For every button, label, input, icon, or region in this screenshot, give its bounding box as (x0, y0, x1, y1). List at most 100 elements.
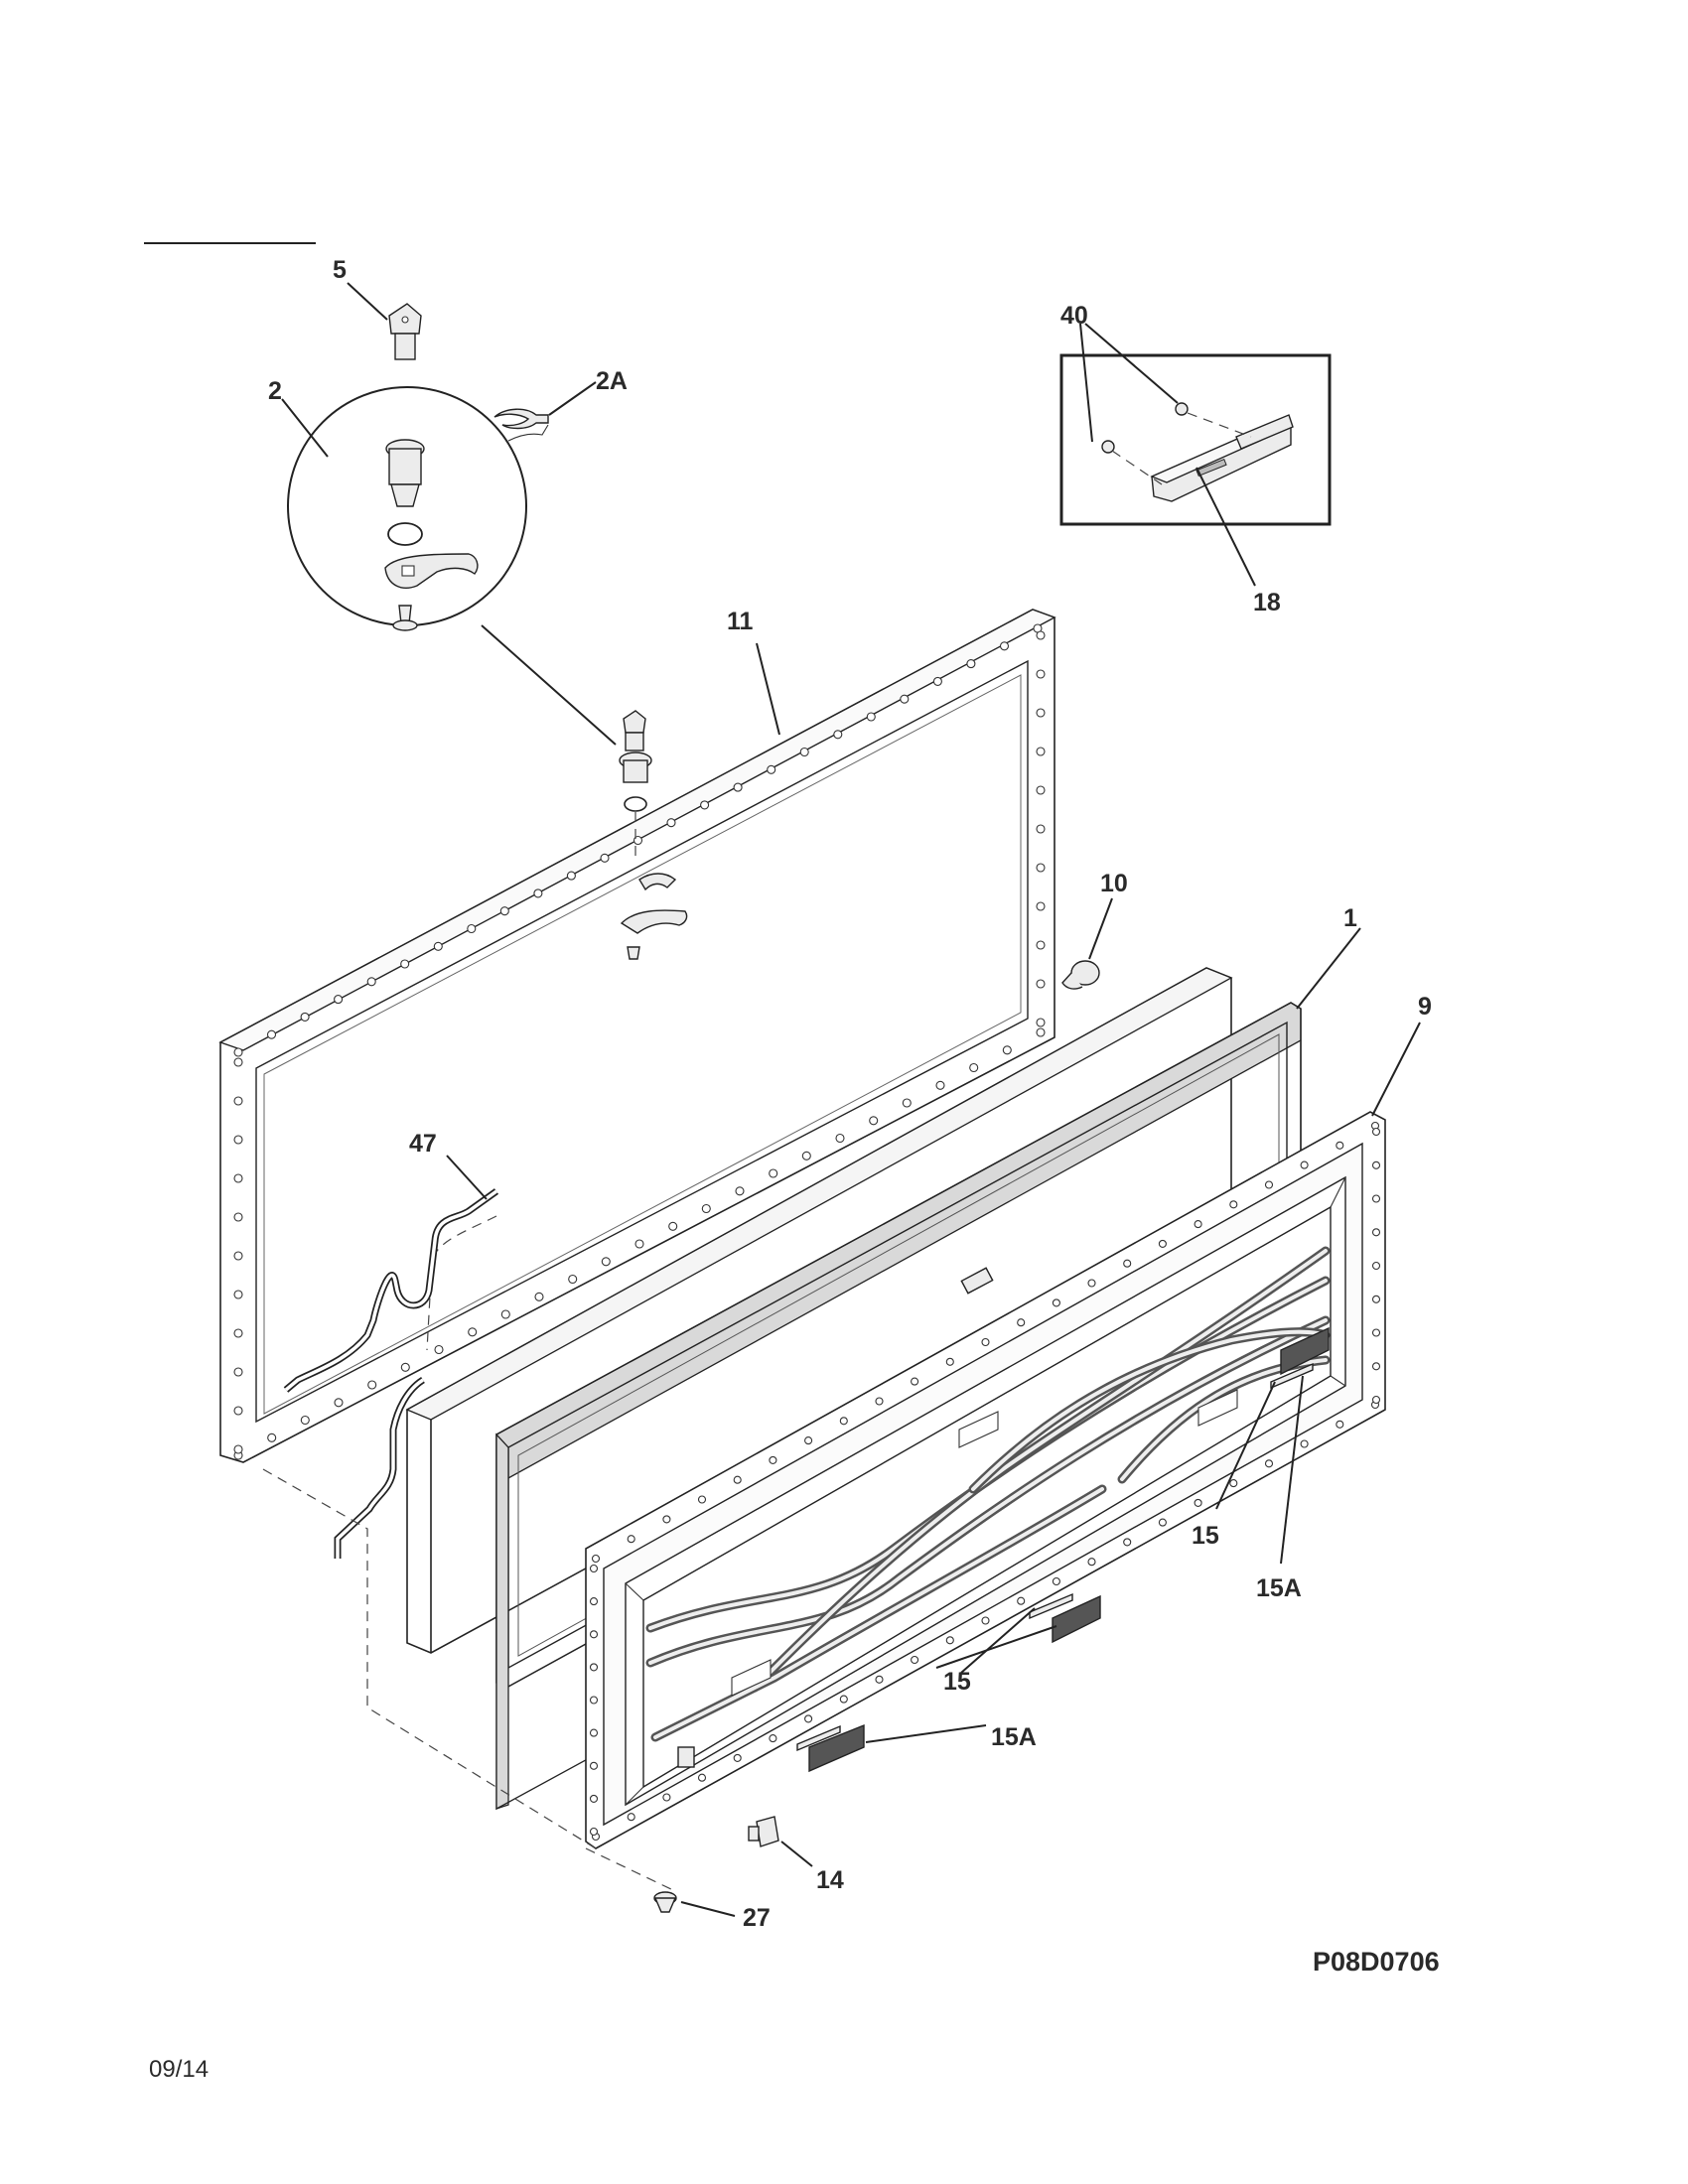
screw-hole (233, 1406, 243, 1416)
screw-hole (233, 1096, 243, 1106)
screw-hole (769, 1455, 777, 1464)
screw-hole (233, 1290, 243, 1299)
liner-screw-holes (233, 623, 1046, 1460)
screw-hole (400, 959, 410, 969)
screw-hole (999, 641, 1010, 651)
screw-hole (267, 1433, 277, 1442)
liner-lock-assembly-icon (619, 710, 688, 960)
callout-2a: 2A (596, 367, 628, 395)
screw-hole (233, 1047, 243, 1057)
screw-hole (1300, 1439, 1309, 1448)
screw-hole (1194, 1498, 1202, 1507)
screw-hole (1036, 940, 1046, 950)
screw-hole (1087, 1558, 1096, 1567)
screw-hole (589, 1696, 599, 1705)
screw-hole (969, 1062, 979, 1073)
vent-grille-icon (808, 1326, 1330, 1773)
screw-hole (700, 800, 710, 810)
screw-hole (627, 1535, 635, 1544)
screw-hole (733, 1475, 742, 1484)
screw-hole (1158, 1518, 1167, 1527)
callout-15a-right: 15A (1256, 1574, 1302, 1602)
screw-hole (869, 1116, 879, 1126)
callout-5: 5 (333, 256, 347, 284)
screw-hole (1052, 1298, 1060, 1307)
screw-hole (566, 871, 576, 881)
screw-hole (1371, 1160, 1381, 1169)
screw-hole (589, 1663, 599, 1672)
screw-hole (911, 1655, 919, 1665)
screw-hole (533, 888, 543, 898)
screw-hole (1036, 1027, 1046, 1037)
screw-hole (701, 1203, 711, 1214)
screw-hole (733, 782, 743, 792)
callout-18: 18 (1253, 589, 1281, 616)
lock-detail-circle (287, 386, 527, 631)
drawing-code: P08D0706 (1313, 1947, 1440, 1977)
screw-hole (500, 1309, 510, 1319)
screw-hole (334, 1398, 344, 1408)
callout-40: 40 (1060, 302, 1088, 330)
screw-hole (1371, 1362, 1381, 1371)
screw-hole (468, 1327, 478, 1337)
screw-27-icon (653, 1891, 677, 1913)
screw-hole (499, 906, 509, 916)
screw-hole (1371, 1261, 1381, 1271)
screw-hole (1371, 1395, 1381, 1405)
callout-2: 2 (268, 377, 282, 405)
screw-hole (833, 730, 843, 740)
screw-hole (769, 1168, 778, 1178)
callout-27: 27 (743, 1904, 771, 1932)
screw-hole (769, 1734, 777, 1743)
screw-hole (697, 1495, 707, 1504)
screw-hole (1336, 1141, 1344, 1150)
screw-hole (767, 764, 776, 774)
screw-hole (1336, 1420, 1344, 1429)
screw-hole (1052, 1576, 1060, 1586)
screw-hole (1017, 1596, 1026, 1605)
callout-47: 47 (409, 1130, 437, 1158)
key-icon (388, 303, 422, 360)
bumper-icon (1061, 960, 1100, 990)
screw-hole (799, 747, 809, 757)
screw-hole (266, 1029, 277, 1039)
screw-hole (627, 1813, 635, 1822)
screw-hole (233, 1328, 243, 1338)
callout-15-middle: 15 (943, 1668, 971, 1696)
screw-hole (1036, 747, 1046, 756)
screw-hole (589, 1728, 599, 1737)
screw-hole (801, 1151, 811, 1160)
screw-hole (662, 1793, 671, 1802)
screw-hole (1300, 1160, 1309, 1169)
callout-15a-lower: 15A (991, 1723, 1037, 1751)
screw-hole (1087, 1279, 1096, 1288)
screw-hole (366, 977, 376, 987)
screw-hole (1264, 1180, 1274, 1189)
screw-hole (1036, 863, 1046, 873)
vent-bar-icon (796, 1362, 1314, 1752)
screw-hole (1036, 630, 1046, 640)
screw-hole (1017, 1318, 1026, 1327)
screw-hole (911, 1377, 919, 1386)
screw-hole (589, 1564, 599, 1573)
screw-hole (434, 1344, 444, 1355)
clip-2a-icon (493, 408, 549, 442)
screw-hole (589, 1827, 599, 1837)
screw-hole (591, 1554, 601, 1564)
screw-hole (735, 1186, 745, 1196)
handle-inset-box (1059, 353, 1332, 526)
screw-hole (835, 1133, 845, 1144)
screw-hole (1371, 1328, 1381, 1337)
screw-hole (1371, 1194, 1381, 1203)
door-screw-holes (589, 1121, 1381, 1842)
screw-hole (1123, 1259, 1132, 1268)
callout-leader-lines (281, 282, 1421, 1917)
screw-hole (634, 1239, 644, 1249)
screw-hole (804, 1714, 813, 1723)
screw-hole (966, 659, 976, 669)
screw-hole (945, 1636, 954, 1645)
screw-hole (233, 1173, 243, 1183)
screw-hole (1158, 1239, 1167, 1248)
clip-14-icon (748, 1816, 779, 1847)
